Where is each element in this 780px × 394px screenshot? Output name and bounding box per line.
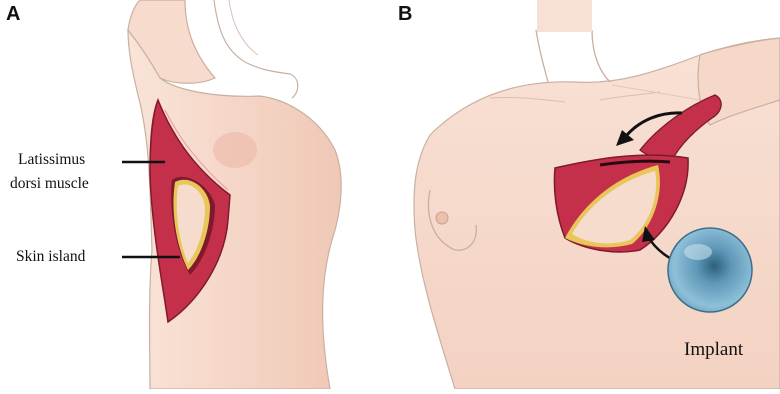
skin-island-label: Skin island <box>16 247 85 266</box>
panel-b-letter: B <box>398 4 412 24</box>
implant-label: Implant <box>684 339 743 361</box>
latissimus-label-line1: Latissimus <box>18 150 85 169</box>
latissimus-label-line2: dorsi muscle <box>10 174 89 193</box>
implant <box>668 228 752 312</box>
panel-a-letter: A <box>6 4 20 24</box>
